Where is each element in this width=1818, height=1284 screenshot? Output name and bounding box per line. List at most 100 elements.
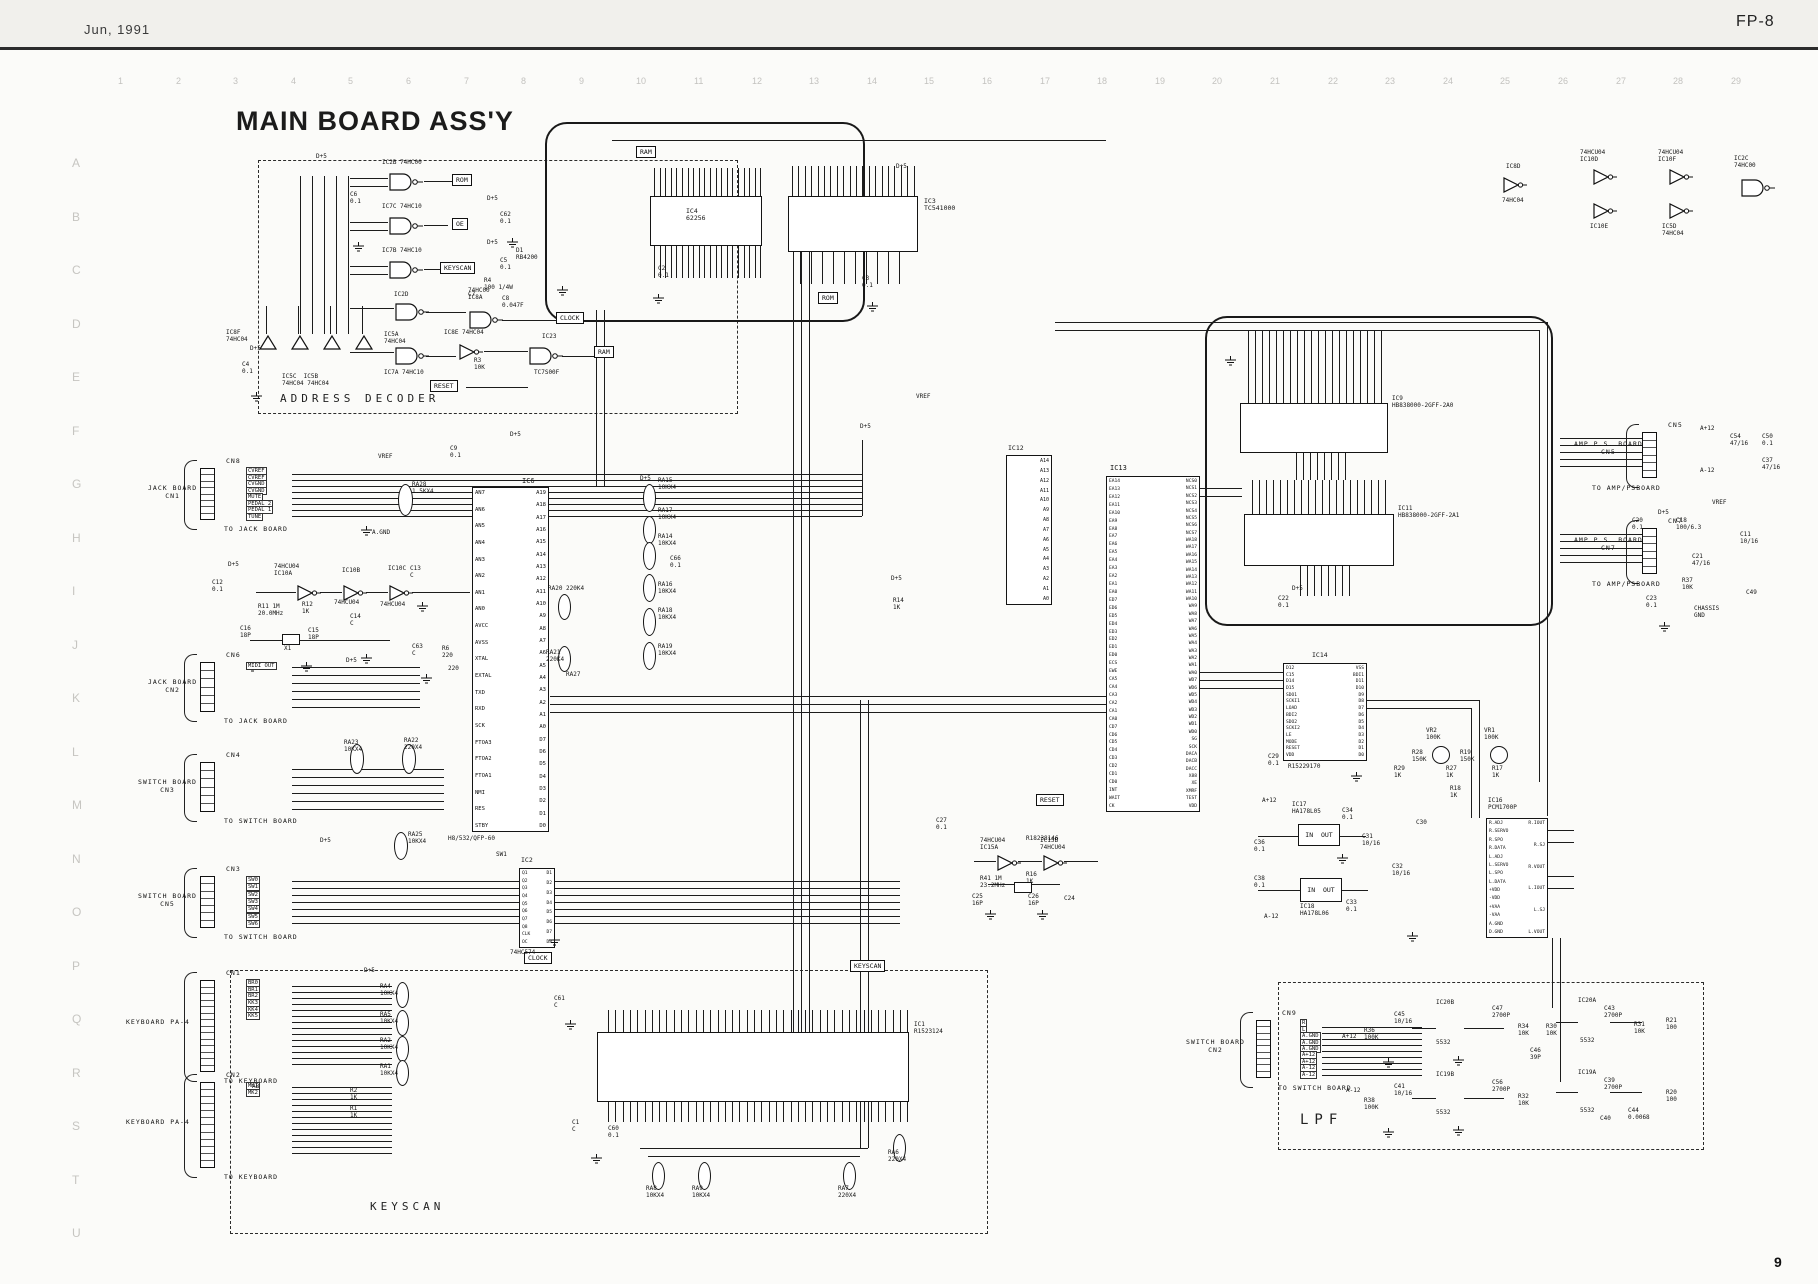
component-label: D+5 [487,239,498,246]
connector-CN1-board-label: KEYBOARD PA-4 [126,1018,190,1026]
address-decoder-box [258,160,738,414]
gate-bufv-icon [354,334,374,357]
component-label: R32 10K [1518,1093,1529,1107]
wire [292,881,900,882]
component-label: IC10C [388,565,407,572]
wire [818,166,819,196]
wire [615,1010,616,1032]
wire [292,1016,392,1017]
component-label: R4 100 1/4W [484,277,513,291]
resistor-array-icon [558,646,571,672]
wire [783,1010,784,1032]
component-label: R20 100 [1666,1089,1677,1103]
wire [1471,708,1472,818]
chip-ic3-rom [788,196,918,252]
wire [424,181,452,182]
wire [888,252,889,284]
wire [676,168,677,196]
wire [738,246,739,278]
connector-CN4-bracket [184,754,197,822]
component-label: C21 47/16 [1692,553,1711,567]
ground-icon [548,934,561,952]
component-label: IC3 TC541000 [924,197,956,213]
wire [292,801,444,802]
connector-CN1-ref: CN1 [226,969,241,977]
wire [350,186,388,187]
connector-CN4-footer: TO SWITCH BOARD [224,817,298,825]
wire [630,1102,631,1122]
wire [1560,534,1642,535]
wire [1381,330,1382,403]
wire [811,166,812,196]
wire [866,252,867,284]
wire [1294,480,1295,514]
component-label: RA20 220K4 [548,585,585,592]
wire [1198,672,1283,673]
component-label: IC5D 74HC04 [1662,223,1684,237]
wire [864,1102,865,1122]
component-label: IC20B [1436,999,1455,1006]
component-label: 5532 [1580,1037,1595,1044]
component-label: C47 2700P [1492,1005,1511,1019]
resistor-array-icon [643,608,656,636]
wire [292,1093,392,1094]
component-label: R18 1K [1450,785,1461,799]
wire [1610,1022,1642,1023]
wire [1412,1028,1436,1029]
wire [732,1102,733,1122]
component-label: RA5 10KX4 [380,1011,399,1025]
wire [791,1102,792,1122]
component-label: A-12 [1264,913,1279,920]
component-label: C44 0.0068 [1628,1107,1650,1121]
gate-bufv-icon [322,334,342,357]
wire [1548,842,1574,843]
wire [1287,480,1288,514]
component-label: R1 1K [350,1105,358,1119]
ruler-row-O: O [72,905,82,919]
wire [292,1153,392,1154]
wire [659,1010,660,1032]
wire [761,1010,762,1032]
gate-inv-icon [1668,168,1694,191]
component-label: IC5C IC5B 74HC04 74HC04 [282,373,329,387]
component-label: RA8 10KX4 [646,1185,665,1199]
wire [1336,480,1337,514]
wire [292,699,420,700]
component-label: 74HCU04 IC10A [274,563,300,577]
wire [885,1102,886,1122]
wire [1353,330,1354,403]
wire [1322,1069,1422,1070]
component-label: RA2 10KX4 [380,1037,399,1051]
connector-CN6-board-label: JACK BOARD CN2 [148,678,198,694]
wire [710,1102,711,1122]
component-label: 220 [448,665,459,672]
connector-CN8-bracket [184,460,197,530]
page-date: Jun, 1991 [84,22,151,37]
wire [820,1102,821,1122]
wire [671,168,672,196]
wire [412,592,470,593]
component-label: 74HCU04 IC10F [1658,149,1684,163]
component-label: RA9 10KX4 [692,1185,711,1199]
wire [292,1135,392,1136]
wire [292,992,392,993]
connector-CN2 [200,1082,215,1168]
wire [893,1102,894,1122]
wire [837,166,838,196]
component-label: VREF [1712,499,1727,506]
wire [292,923,900,924]
component-label: IC7A 74HC10 [384,369,424,376]
component-label: A-12 [1346,1087,1361,1094]
wire [292,1064,392,1065]
wire [791,1010,792,1032]
gate-inv-icon [458,343,484,366]
wire [1610,1092,1642,1093]
wire [1322,1027,1422,1028]
component-label: C56 2700P [1492,1079,1511,1093]
wire [869,166,870,196]
gate-inv-icon [1592,202,1618,225]
component-label: C36 0.1 [1254,839,1265,853]
wire [623,1010,624,1032]
gate-inv-icon [996,854,1022,877]
